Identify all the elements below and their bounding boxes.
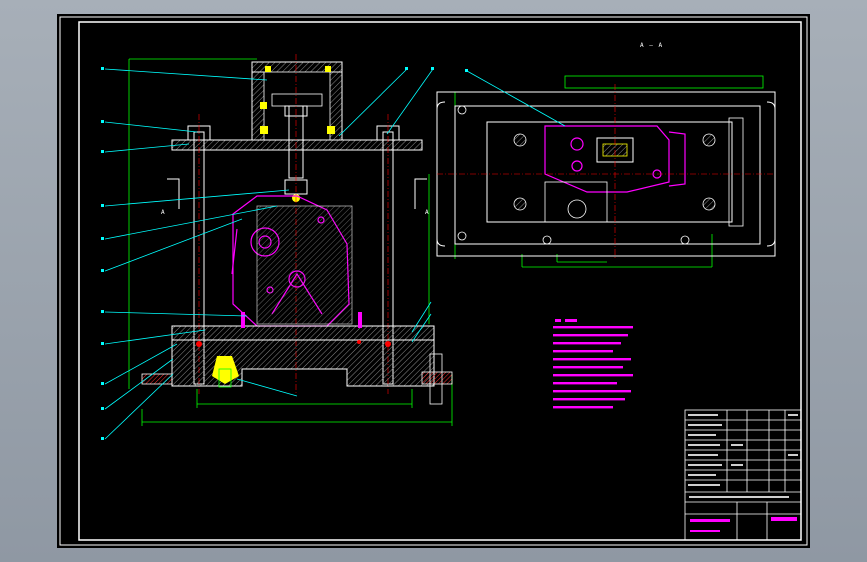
leader-lines xyxy=(104,68,434,440)
cut-mark-left: A xyxy=(161,209,165,216)
cut-mark-right: A xyxy=(425,209,429,216)
base-foot-right xyxy=(421,371,453,385)
section-dimensions xyxy=(454,75,764,268)
section-workpiece xyxy=(544,125,686,193)
technical-notes xyxy=(553,319,633,409)
seal-right xyxy=(327,126,335,134)
assembly-drawing: A A xyxy=(59,16,808,546)
section-inner-plate xyxy=(454,105,761,245)
base-foot-left xyxy=(141,373,173,385)
bolt-bottom-left xyxy=(218,368,232,388)
sheet-outer-border xyxy=(59,16,808,546)
sheet-inner-border xyxy=(78,21,802,541)
section-view xyxy=(436,69,776,268)
fixture-body xyxy=(256,205,353,325)
seal-top xyxy=(265,66,271,72)
piston xyxy=(271,93,323,107)
front-view: A A xyxy=(101,54,453,440)
section-right-strip xyxy=(728,117,744,227)
red-marker-right xyxy=(385,341,391,347)
drawing-canvas[interactable]: A A xyxy=(57,14,810,548)
section-cut-marks xyxy=(167,178,427,209)
section-bottom-boss xyxy=(567,199,587,219)
pin-left xyxy=(241,312,245,328)
seal-left-lower xyxy=(260,126,268,134)
red-marker-base xyxy=(357,340,361,344)
title-block xyxy=(684,409,802,541)
base-block xyxy=(171,339,435,387)
pin-right xyxy=(358,312,362,328)
title-block-magenta xyxy=(690,517,797,532)
red-marker-left xyxy=(196,341,202,347)
cylinder-top-hatch xyxy=(251,61,343,73)
corner-slots xyxy=(436,101,776,247)
leader-dots xyxy=(101,67,434,440)
section-bottom-block xyxy=(544,181,608,223)
note-lines xyxy=(553,326,633,409)
title-block-text xyxy=(688,414,798,498)
seal-top-right xyxy=(325,66,331,72)
mounting-holes xyxy=(457,105,690,245)
seal-left xyxy=(260,102,267,109)
clamp-bolt-right xyxy=(429,353,443,405)
base-plate xyxy=(171,325,435,341)
bushings xyxy=(513,133,716,211)
section-middle-plate xyxy=(486,121,733,223)
section-title-label: A — A xyxy=(640,42,664,49)
top-plate xyxy=(171,139,423,151)
cylinder-right-wall xyxy=(329,71,343,141)
